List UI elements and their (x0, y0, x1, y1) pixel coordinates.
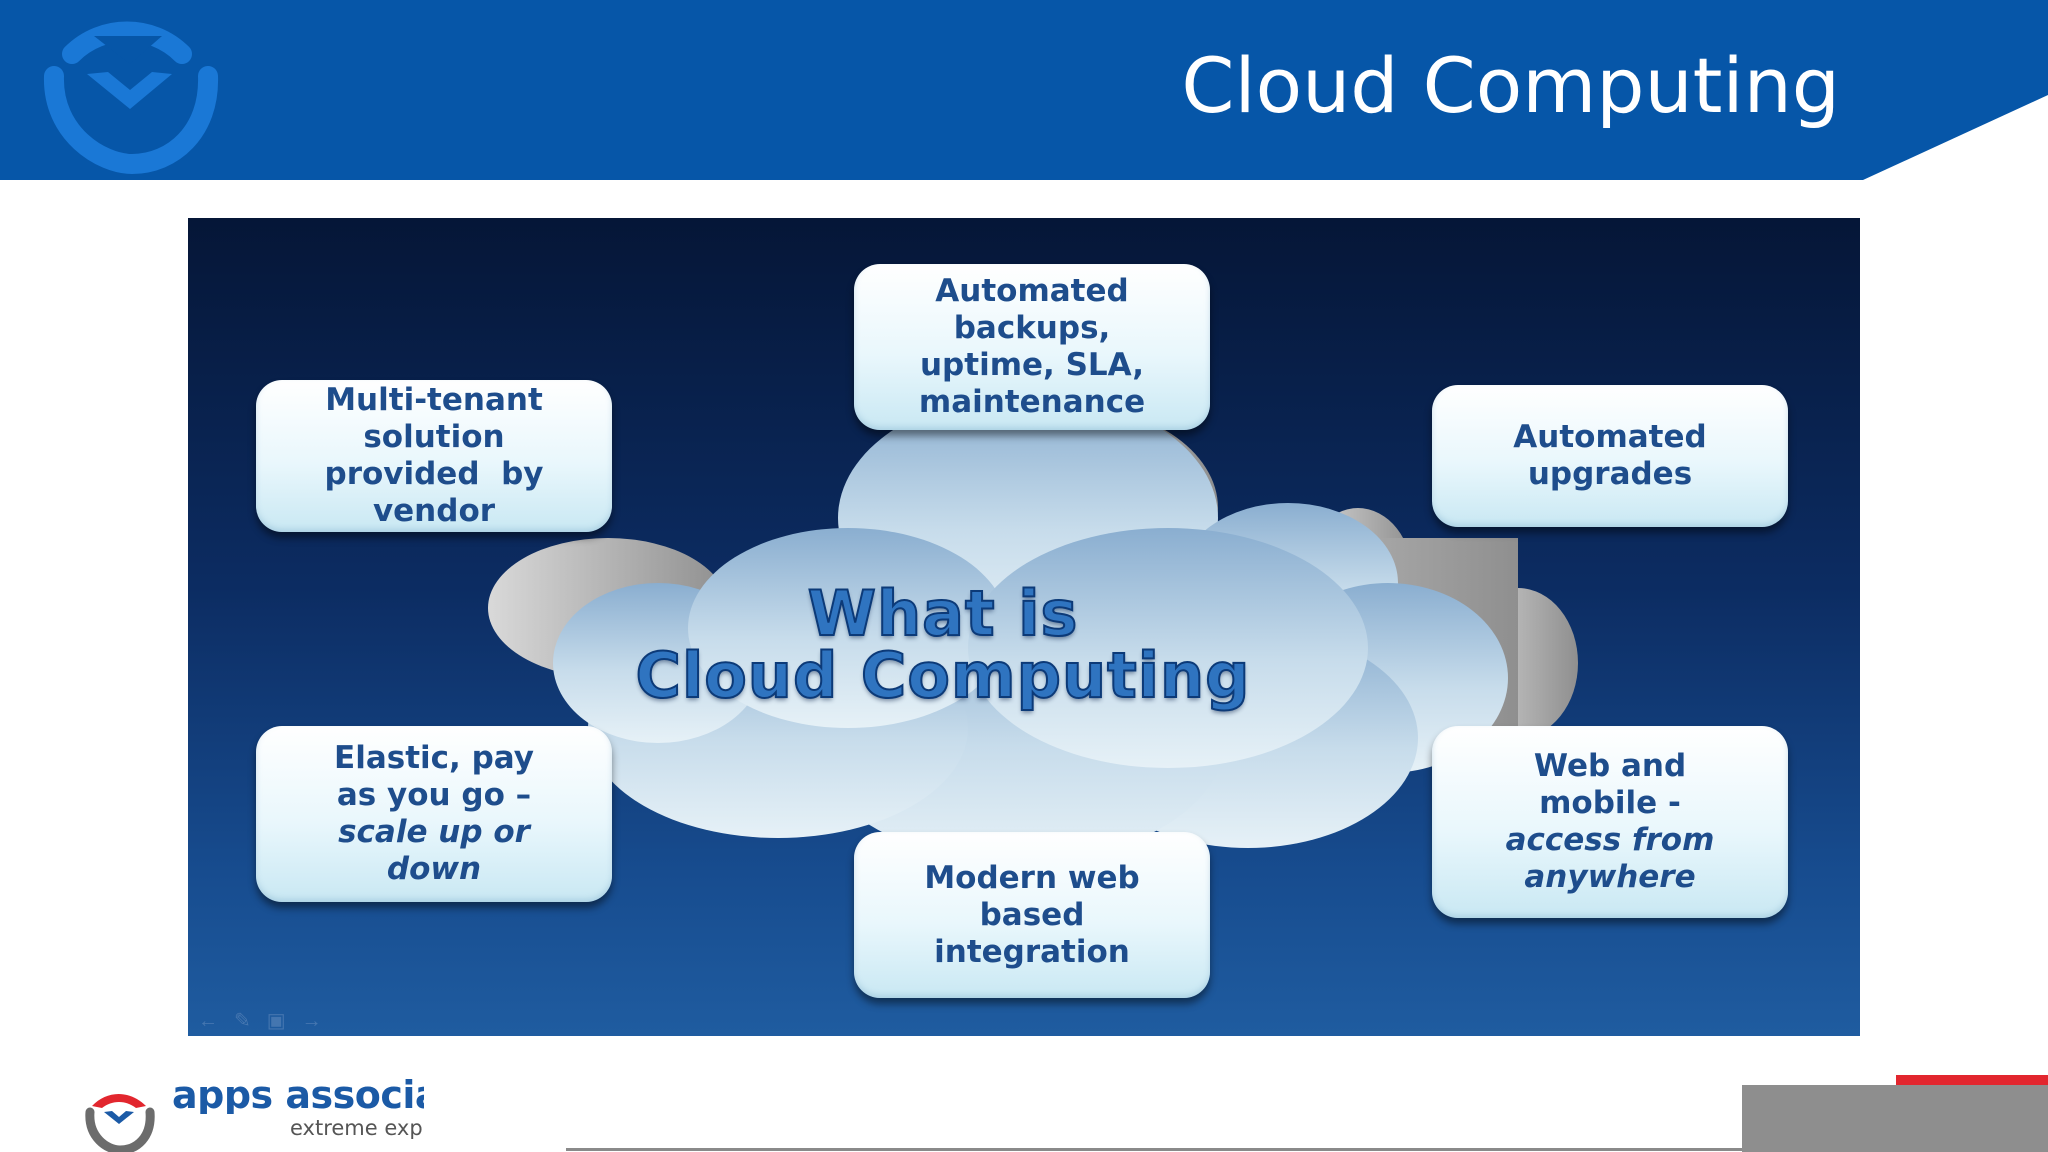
slide-title: Cloud Computing (1181, 41, 1840, 130)
footer-gray-block (1742, 1085, 2048, 1152)
cloud-illustration (488, 393, 1578, 863)
slide-nav-controls: ←✎▣→ (198, 1008, 338, 1033)
brand-name: apps associa (172, 1076, 424, 1114)
box-multi-tenant: Multi-tenant solution provided by vendor (256, 380, 612, 532)
box-line: as you go – (336, 777, 532, 813)
cloud-center-heading: What is Cloud Computing (618, 577, 1268, 712)
box-web-mobile: Web and mobile - access from anywhere (1432, 726, 1788, 918)
brand-tagline: extreme exp (290, 1118, 423, 1139)
box-line: integration (934, 933, 1130, 970)
box-elastic-pay: Elastic, pay as you go – scale up or dow… (256, 726, 612, 902)
cloud-heading-line1: What is (807, 577, 1079, 650)
box-line: backups, (953, 310, 1111, 346)
box-line: uptime, SLA, (919, 347, 1145, 383)
slides-icon[interactable]: ▣ (266, 1010, 302, 1032)
forward-arrow-icon[interactable]: → (301, 1010, 338, 1032)
box-automated-upgrades: Automated upgrades (1432, 385, 1788, 527)
box-line: Multi-tenant (325, 382, 543, 418)
box-line-italic: anywhere (1524, 859, 1696, 895)
box-line: vendor (372, 493, 496, 529)
box-line: maintenance (918, 384, 1146, 420)
back-arrow-icon[interactable]: ← (198, 1010, 234, 1032)
footer-divider (566, 1148, 1742, 1151)
box-line: Automated (1513, 419, 1707, 455)
box-line: Automated (935, 273, 1129, 309)
slide-image-panel: What is Cloud Computing Automated backup… (188, 218, 1860, 1036)
box-line: solution (363, 419, 505, 455)
brand-logo-icon (43, 21, 219, 174)
cloud-heading-line2: Cloud Computing (634, 639, 1251, 712)
box-automated-backups: Automated backups, uptime, SLA, maintena… (854, 264, 1210, 430)
box-line: based (979, 896, 1085, 933)
box-modern-web: Modern web based integration (854, 832, 1210, 998)
box-line: upgrades (1527, 456, 1693, 492)
box-line-italic: access from (1505, 822, 1715, 858)
box-line: provided by (324, 456, 544, 492)
box-line-italic: down (386, 851, 482, 887)
brand-logo-icon (85, 1094, 155, 1152)
pen-icon[interactable]: ✎ (234, 1010, 267, 1032)
box-line: mobile - (1539, 785, 1681, 821)
box-line: Modern web (924, 859, 1140, 896)
header-band (0, 0, 2048, 180)
box-line: Web and (1533, 748, 1687, 784)
box-line-italic: scale up or (338, 814, 530, 850)
box-line: Elastic, pay (334, 740, 534, 776)
footer-red-accent (1896, 1075, 2048, 1085)
header-corner-cut (1863, 95, 2048, 180)
